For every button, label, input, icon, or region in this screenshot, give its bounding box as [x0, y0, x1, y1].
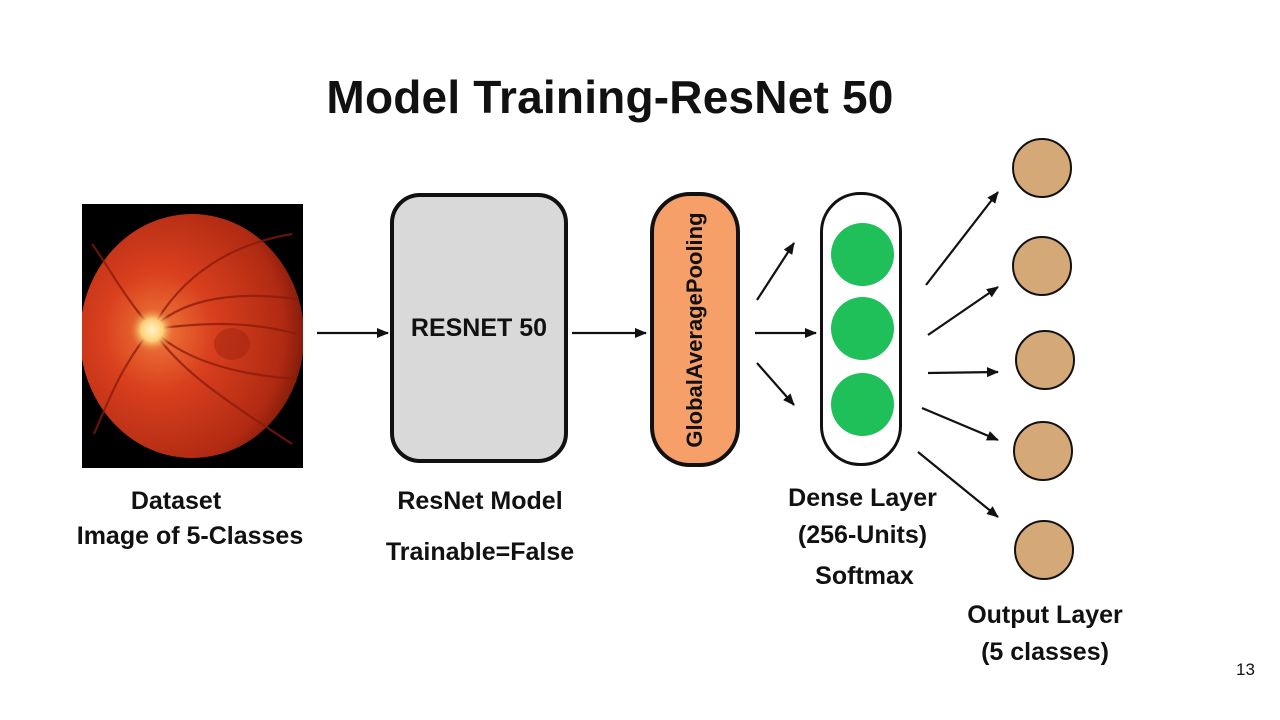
resnet-block-label: RESNET 50 — [410, 313, 548, 342]
output-node — [1015, 330, 1075, 390]
output-caption: Output Layer (5 classes) — [940, 598, 1150, 670]
dense-caption-line3: Softmax — [815, 562, 914, 590]
dense-caption-line1: Dense Layer — [788, 484, 937, 512]
output-node — [1012, 236, 1072, 296]
pooling-block: GlobalAveragePooling — [650, 192, 740, 467]
resnet-subcaption: Trainable=False — [385, 538, 575, 566]
slide-title: Model Training-ResNet 50 — [326, 71, 894, 123]
dense-caption-line2: (256-Units) — [797, 521, 928, 549]
output-caption-line2: (5 classes) — [981, 638, 1109, 666]
dense-node — [831, 223, 894, 286]
page-number: 13 — [1236, 660, 1255, 679]
dense-layer-block — [820, 192, 902, 466]
arrow-dense-to-out-4 — [921, 406, 999, 442]
dense-node — [831, 373, 894, 436]
arrow-dense-to-out-1 — [925, 191, 999, 286]
pooling-block-label: GlobalAveragePooling — [682, 211, 707, 448]
output-caption-line1: Output Layer — [967, 601, 1123, 629]
dense-caption: Dense Layer (256-Units) Softmax — [760, 481, 965, 594]
dataset-caption: Dataset Image of 5-Classes — [60, 484, 320, 554]
resnet-caption: ResNet Model — [397, 487, 563, 515]
output-node — [1012, 138, 1072, 198]
dense-node — [831, 297, 894, 360]
arrow-pooling-to-dense-top — [756, 242, 795, 301]
output-node — [1014, 520, 1074, 580]
arrow-pooling-to-dense-bottom — [756, 362, 795, 406]
arrow-dense-to-out-3 — [927, 367, 999, 378]
dataset-caption-line1: Dataset — [130, 487, 222, 515]
fundus-illustration — [80, 204, 304, 468]
resnet-block: RESNET 50 — [390, 193, 568, 463]
output-node — [1013, 421, 1073, 481]
fundus-image — [80, 204, 304, 468]
dataset-caption-line2: Image of 5-Classes — [76, 522, 304, 550]
arrow-dense-to-out-2 — [927, 286, 999, 336]
arrow-dense-to-out-5 — [917, 451, 999, 518]
